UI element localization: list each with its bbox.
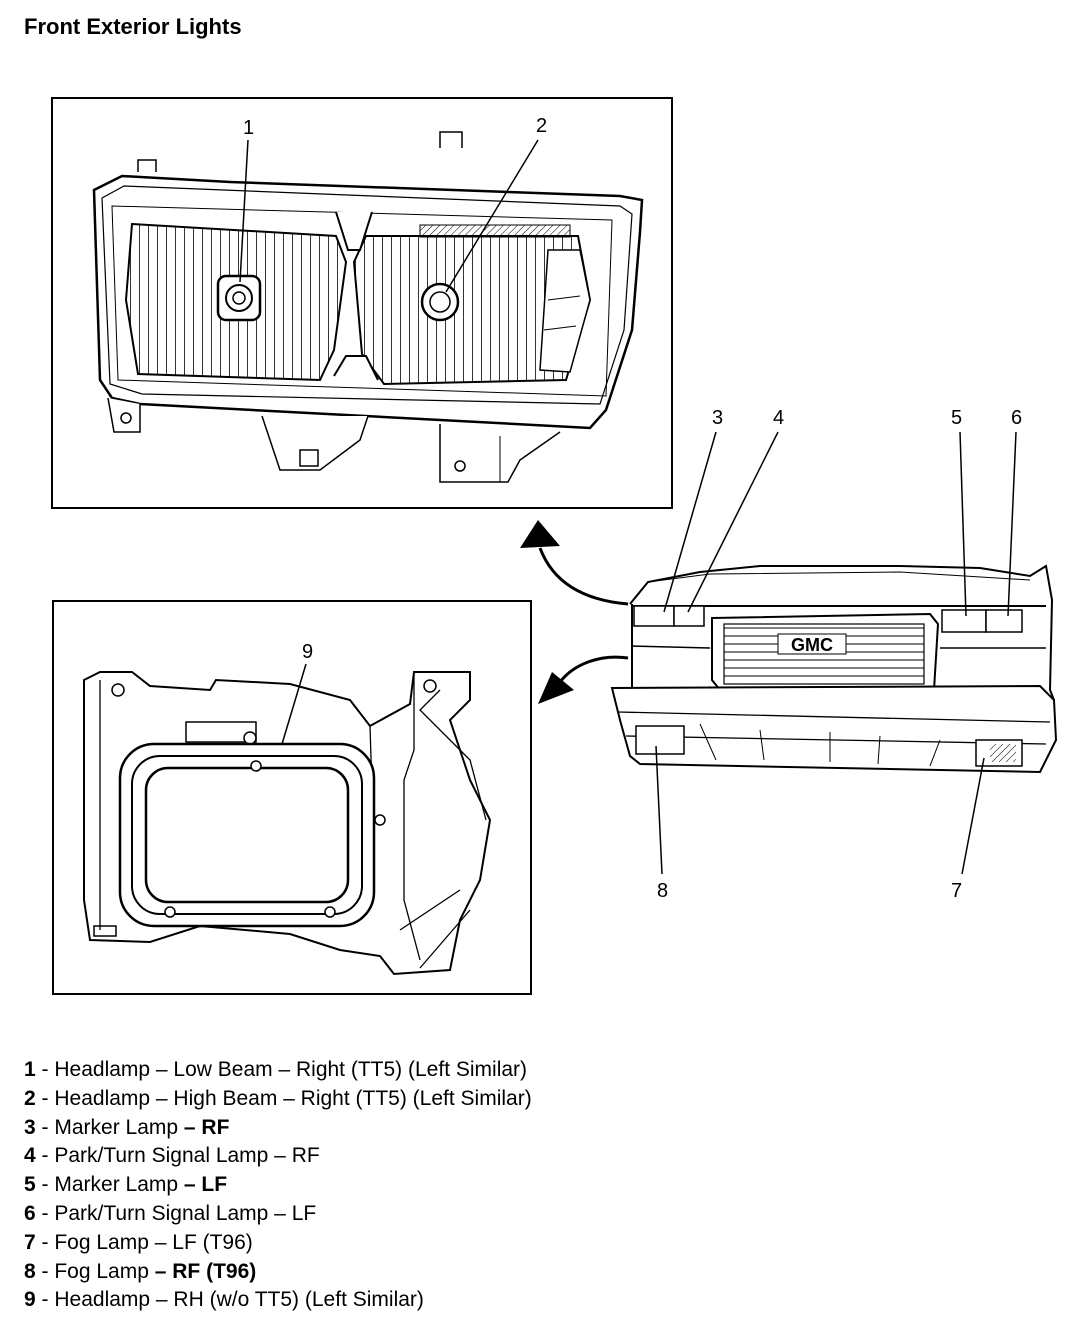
sealed-beam-lamp-icon [118,742,386,928]
marker-lamp-rf [633,605,675,627]
composite-headlamp-detail [51,97,673,509]
parts-legend: 1 - Headlamp – Low Beam – Right (TT5) (L… [24,1056,532,1315]
park-turn-lamp-lf [985,609,1023,633]
callout-4: 4 [773,407,784,429]
legend-item: 4 - Park/Turn Signal Lamp – RF [24,1144,320,1168]
callout-2: 2 [536,115,547,137]
legend-item: 9 - Headlamp – RH (w/o TT5) (Left Simila… [24,1288,424,1312]
callout-1: 1 [243,117,254,139]
detail-frame-bottom [52,600,532,995]
legend-item: 3 - Marker Lamp – RF [24,1115,230,1139]
sealed-beam-headlamp-detail [52,600,532,995]
callout-8: 8 [657,880,668,902]
front-bumper [610,684,1058,774]
page-title: Front Exterior Lights [24,14,242,39]
low-beam-bulb-icon [216,274,262,322]
vehicle-front-view: GMC [610,564,1058,774]
arrow-to-bottom-detail-icon [538,655,629,704]
front-exterior-lights-diagram: GMC 1 2 3 4 5 6 7 8 9 [51,97,1058,995]
marker-lamp-lf [941,609,987,633]
park-turn-lamp-rf [673,605,705,627]
callout-3: 3 [712,407,723,429]
leader-lines [239,139,1017,875]
fog-lamp-rf [635,725,685,755]
callout-9: 9 [302,641,313,663]
callout-6: 6 [1011,407,1022,429]
callout-5: 5 [951,407,962,429]
legend-item: 8 - Fog Lamp – RF (T96) [24,1259,257,1283]
arrow-to-top-detail-icon [520,520,629,606]
legend-item: 5 - Marker Lamp – LF [24,1173,228,1197]
high-beam-reflector [352,235,592,386]
legend-item: 2 - Headlamp – High Beam – Right (TT5) (… [24,1086,532,1110]
high-beam-bulb-icon [420,282,460,322]
grille-logo: GMC [791,635,833,655]
legend-item: 1 - Headlamp – Low Beam – Right (TT5) (L… [24,1058,528,1081]
vehicle-hood [629,564,1055,701]
headlamp-housing [92,174,644,430]
callout-7: 7 [951,880,962,902]
legend-item: 6 - Park/Turn Signal Lamp – LF [24,1201,317,1225]
detail-frame-top [51,97,673,509]
legend-item: 7 - Fog Lamp – LF (T96) [24,1230,253,1254]
